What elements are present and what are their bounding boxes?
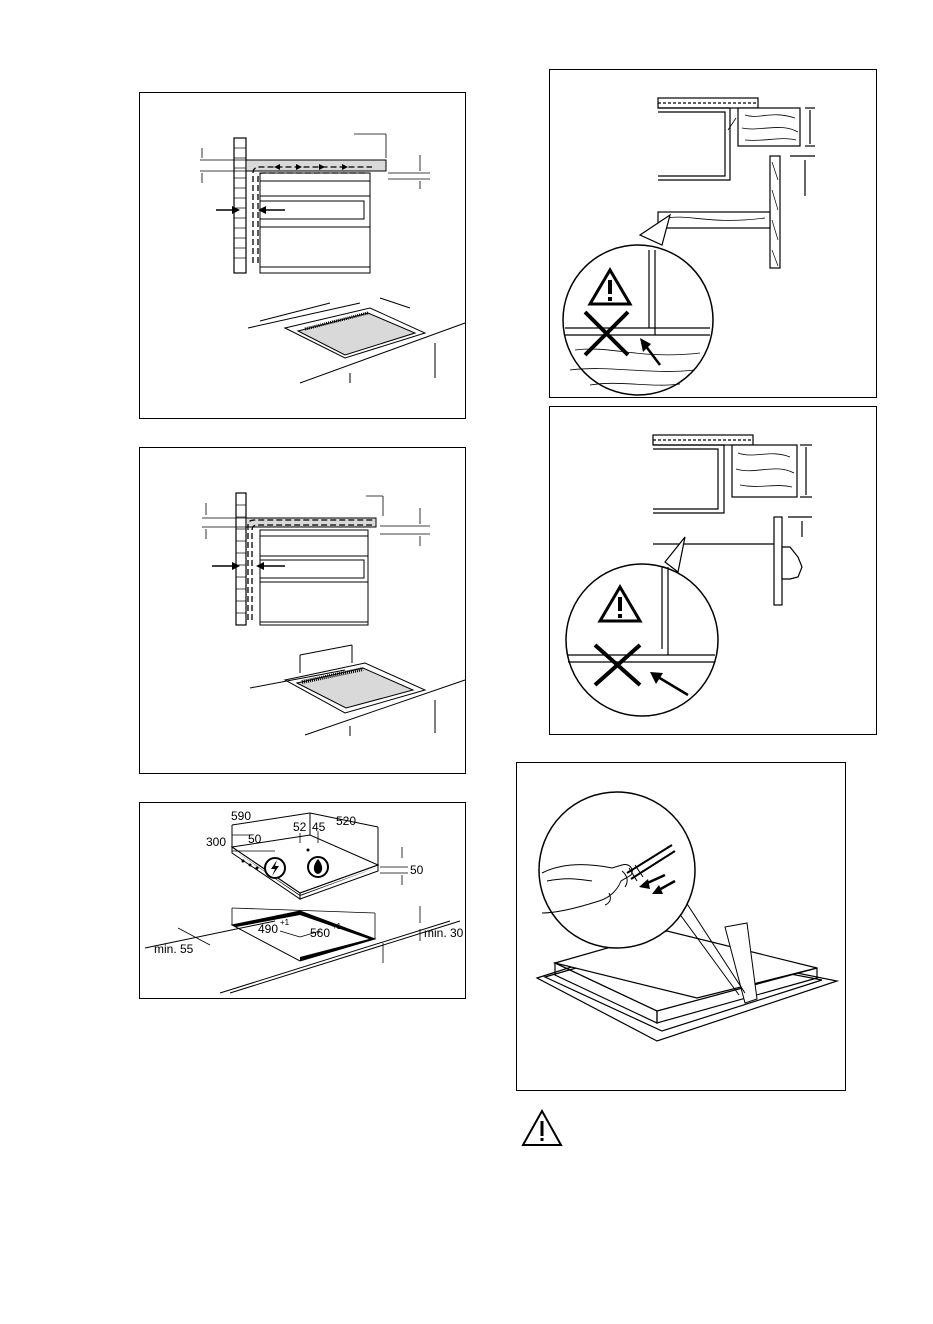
installation-warning-drawing-1 xyxy=(550,70,878,399)
sealing-strip-drawing xyxy=(517,763,847,1092)
offset-300-label: 300 xyxy=(206,835,226,849)
min-back-label: min. 55 xyxy=(154,942,194,956)
ventilation-diagram-1 xyxy=(139,92,466,419)
warning-triangle-icon xyxy=(520,1108,564,1148)
installation-warning-drawing-2 xyxy=(550,407,878,736)
installation-warning-diagram-2 xyxy=(549,406,877,735)
hob-dimensions-drawing: 590 520 300 50 52 45 50 490 +1 560 +1 mi… xyxy=(140,803,467,1000)
width-outer-label: 590 xyxy=(231,809,251,823)
min-front-label: min. 30 xyxy=(424,926,464,940)
dim-45-label: 45 xyxy=(312,820,326,834)
sealing-strip-diagram xyxy=(516,762,846,1091)
cutout-width-tolerance: +1 xyxy=(332,922,342,931)
ventilation-diagram-2 xyxy=(139,447,466,774)
dim-52-label: 52 xyxy=(293,820,307,834)
cutout-depth-tolerance: +1 xyxy=(280,918,290,927)
brick-wall xyxy=(234,138,246,273)
ventilation-diagram-2-drawing xyxy=(140,448,467,775)
hob-dimensions-diagram: 590 520 300 50 52 45 50 490 +1 560 +1 mi… xyxy=(139,802,466,999)
flame-icon xyxy=(308,857,328,877)
cutout-width-label: 560 xyxy=(310,926,330,940)
ventilation-diagram-1-drawing xyxy=(140,93,467,420)
cutout-depth-label: 490 xyxy=(258,922,278,936)
depth-outer-label: 520 xyxy=(336,814,356,828)
lightning-bolt-icon xyxy=(265,858,285,878)
offset-50-label: 50 xyxy=(248,832,262,846)
installation-warning-diagram-1 xyxy=(549,69,877,398)
warning-notice xyxy=(520,1108,564,1153)
height-50-label: 50 xyxy=(410,863,424,877)
